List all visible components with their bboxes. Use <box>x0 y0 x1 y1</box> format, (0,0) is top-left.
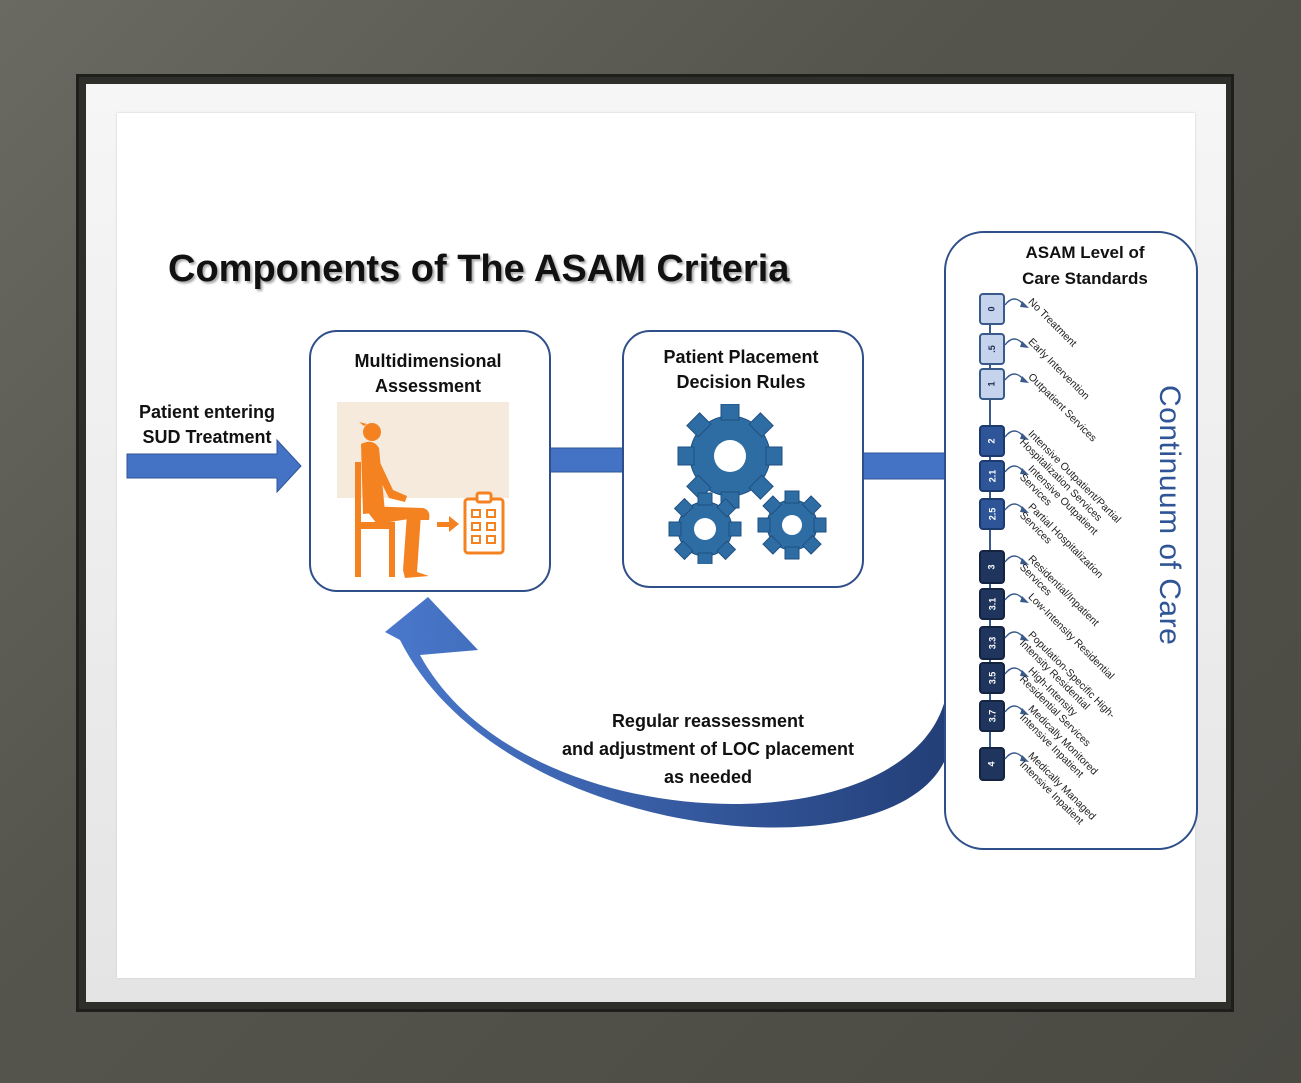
level-arrow-icon <box>1004 593 1029 603</box>
loc-title-line-2: Care Standards <box>1022 269 1148 288</box>
level-code: .5 <box>986 345 997 353</box>
reassess-line-1: Regular reassessment <box>611 711 805 731</box>
entry-label-line-2: SUD Treatment <box>142 427 272 447</box>
reassess-line-2: and adjustment of LOC placement <box>561 739 855 759</box>
level-code: 1 <box>986 381 997 387</box>
level-arrow-icon <box>1004 503 1029 513</box>
level-box: 4 <box>979 747 1005 781</box>
reassessment-label: Regular reassessment and adjustment of L… <box>528 707 888 791</box>
person-assessment-icon <box>337 402 509 578</box>
assessment-title-line-1: Multidimensional <box>354 351 502 371</box>
entry-label-line-1: Patient entering <box>138 402 276 422</box>
level-box: 3.1 <box>979 588 1005 620</box>
decision-title-line-1: Patient Placement <box>663 347 819 367</box>
assessment-title-line-2: Assessment <box>374 376 482 396</box>
reassess-line-3: as needed <box>663 767 753 787</box>
level-arrow-icon <box>1004 705 1029 715</box>
level-arrow-icon <box>1004 752 1029 762</box>
level-box: 2 <box>979 425 1005 457</box>
level-box: 1 <box>979 368 1005 400</box>
level-code: 3 <box>986 564 997 570</box>
decision-title-line-2: Decision Rules <box>676 372 806 392</box>
loc-title-line-1: ASAM Level of <box>1025 243 1145 262</box>
level-code: 2 <box>986 438 997 444</box>
gears-icon <box>668 404 827 564</box>
level-code: 4 <box>986 761 997 767</box>
level-box: .5 <box>979 333 1005 365</box>
level-box: 0 <box>979 293 1005 325</box>
level-code: 2.1 <box>986 469 997 483</box>
level-box: 3 <box>979 550 1005 584</box>
level-arrow-icon <box>1004 430 1029 440</box>
decision-title: Patient Placement Decision Rules <box>630 345 852 395</box>
level-code: 3.3 <box>986 636 997 650</box>
level-box: 3.3 <box>979 626 1005 660</box>
entry-arrow <box>126 438 302 494</box>
level-box: 3.5 <box>979 662 1005 694</box>
level-code: 3.1 <box>986 597 997 611</box>
level-code: 3.5 <box>986 671 997 685</box>
reassessment-curved-arrow <box>385 597 945 828</box>
level-arrow-icon <box>1004 555 1029 565</box>
level-arrow-icon <box>1004 338 1029 348</box>
level-arrow-icon <box>1004 667 1029 677</box>
continuum-of-care-label: Continuum of Care <box>1153 385 1186 646</box>
loc-title: ASAM Level of Care Standards <box>990 240 1180 292</box>
level-box: 2.1 <box>979 460 1005 492</box>
level-code: 0 <box>986 306 997 312</box>
diagram-title: Components of The ASAM Criteria <box>168 248 790 290</box>
entry-label: Patient entering SUD Treatment <box>122 400 292 450</box>
level-arrow-icon <box>1004 465 1029 475</box>
level-arrow-icon <box>1004 631 1029 641</box>
level-code: 3.7 <box>986 709 997 723</box>
level-box: 2.5 <box>979 498 1005 530</box>
level-arrow-icon <box>1004 373 1029 383</box>
level-box: 3.7 <box>979 700 1005 732</box>
level-arrow-icon <box>1004 298 1029 308</box>
assessment-title: Multidimensional Assessment <box>318 349 538 399</box>
level-code: 2.5 <box>986 507 997 521</box>
